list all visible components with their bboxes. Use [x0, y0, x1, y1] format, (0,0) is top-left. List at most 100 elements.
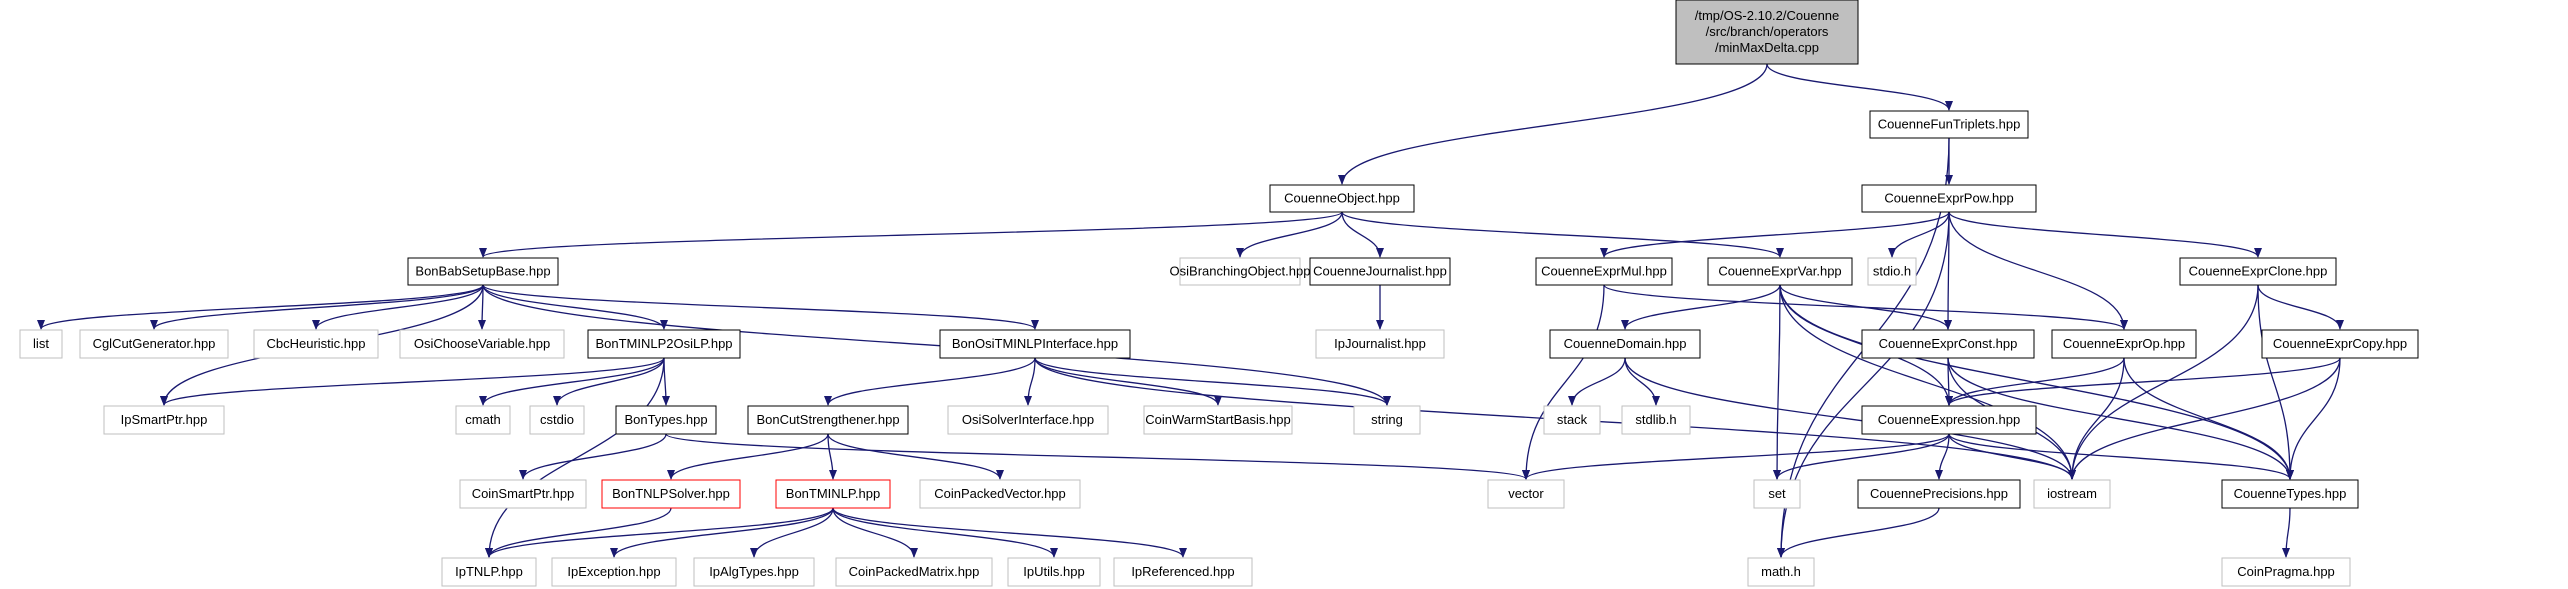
edge-object-to-exprvar — [1341, 211, 1784, 258]
node-set-box — [1753, 479, 1801, 509]
edge-babsetup-to-cbcheur — [312, 284, 484, 330]
node-coinpackedmat[interactable]: CoinPackedMatrix.hpp — [835, 557, 993, 587]
edge-object-to-journalist — [1341, 211, 1384, 258]
node-root[interactable]: /tmp/OS-2.10.2/Couenne/src/branch/operat… — [1675, 0, 1859, 65]
node-cmath[interactable]: cmath — [455, 405, 511, 435]
node-precisions-box — [1857, 479, 2021, 509]
node-root-box — [1675, 0, 1859, 65]
node-exprpow[interactable]: CouenneExprPow.hpp — [1861, 184, 2037, 213]
node-expression-box — [1861, 405, 2037, 435]
node-object-box — [1269, 184, 1415, 213]
node-ipsmartptr[interactable]: IpSmartPtr.hpp — [103, 405, 225, 435]
node-bontypes[interactable]: BonTypes.hpp — [615, 405, 717, 435]
node-osichoose[interactable]: OsiChooseVariable.hpp — [399, 329, 565, 359]
node-journalist[interactable]: CouenneJournalist.hpp — [1309, 257, 1451, 286]
node-ipreferenced-label-0: IpReferenced.hpp — [1131, 564, 1234, 579]
node-cstdio[interactable]: cstdio — [529, 405, 585, 435]
node-iostream[interactable]: iostream — [2033, 479, 2111, 509]
node-coinsmartptr[interactable]: CoinSmartPtr.hpp — [459, 479, 587, 509]
node-iptnlp[interactable]: IpTNLP.hpp — [441, 557, 537, 587]
node-tnlpsolver[interactable]: BonTNLPSolver.hpp — [601, 479, 741, 509]
node-babsetup[interactable]: BonBabSetupBase.hpp — [407, 257, 559, 286]
node-journalist-box — [1309, 257, 1451, 286]
node-tminlp-box — [775, 479, 891, 509]
edge-domain-to-stack — [1568, 357, 1626, 406]
node-expression[interactable]: CouenneExpression.hpp — [1861, 405, 2037, 435]
node-ipalgtypes-box — [693, 557, 815, 587]
node-cmath-box — [455, 405, 511, 435]
node-ipreferenced[interactable]: IpReferenced.hpp — [1113, 557, 1253, 587]
edge-tminlp-to-ipexception — [610, 507, 834, 558]
edge-cutstrength-to-tnlpsolver — [667, 433, 829, 480]
edge-exprpow-to-stdio — [1888, 211, 1950, 258]
node-tminlp[interactable]: BonTMINLP.hpp — [775, 479, 891, 509]
edge-babsetup-to-ositminlp — [482, 284, 1039, 330]
node-tminlp-label-0: BonTMINLP.hpp — [786, 486, 880, 501]
node-stdlib[interactable]: stdlib.h — [1621, 405, 1691, 435]
node-set-label-0: set — [1768, 486, 1786, 501]
edge-exprpow-to-exprclone — [1948, 211, 2262, 258]
node-coinpackedmat-label-0: CoinPackedMatrix.hpp — [849, 564, 980, 579]
edge-expression-to-couennetypes — [1948, 433, 2294, 480]
node-object[interactable]: CouenneObject.hpp — [1269, 184, 1415, 213]
edge-tnlpsolver-to-iptnlp — [485, 507, 672, 558]
edge-bontypes-to-vector — [665, 433, 1530, 480]
node-exprclone[interactable]: CouenneExprClone.hpp — [2179, 257, 2337, 286]
node-list-label-0: list — [33, 336, 49, 351]
node-ipexception[interactable]: IpException.hpp — [551, 557, 677, 587]
node-osibranch[interactable]: OsiBranchingObject.hpp — [1170, 257, 1311, 286]
node-exprcopy-box — [2261, 329, 2419, 359]
node-coinpragma[interactable]: CoinPragma.hpp — [2221, 557, 2351, 587]
node-osichoose-label-0: OsiChooseVariable.hpp — [414, 336, 550, 351]
node-ipjournalist-box — [1315, 329, 1445, 359]
node-osisolver[interactable]: OsiSolverInterface.hpp — [947, 405, 1109, 435]
node-cutstrength-box — [747, 405, 909, 435]
node-tminlp2osi-box — [587, 329, 741, 359]
node-ositminlp[interactable]: BonOsiTMINLPInterface.hpp — [939, 329, 1131, 359]
node-exprcopy[interactable]: CouenneExprCopy.hpp — [2261, 329, 2419, 359]
node-stack[interactable]: stack — [1543, 405, 1601, 435]
edge-object-to-osibranch — [1236, 211, 1343, 258]
node-exprmul[interactable]: CouenneExprMul.hpp — [1535, 257, 1673, 286]
node-coinpackedvec-label-0: CoinPackedVector.hpp — [934, 486, 1066, 501]
node-string[interactable]: string — [1353, 405, 1421, 435]
node-exprop[interactable]: CouenneExprOp.hpp — [2051, 329, 2197, 359]
node-expression-label-0: CouenneExpression.hpp — [1878, 412, 2020, 427]
node-cglcut[interactable]: CglCutGenerator.hpp — [79, 329, 229, 359]
edge-exprvar-to-iostream — [1779, 284, 2076, 480]
node-coinsmartptr-box — [459, 479, 587, 509]
node-couennetypes[interactable]: CouenneTypes.hpp — [2221, 479, 2359, 509]
node-tminlp2osi[interactable]: BonTMINLP2OsiLP.hpp — [587, 329, 741, 359]
node-exprmul-label-0: CouenneExprMul.hpp — [1541, 264, 1667, 279]
node-stdlib-label-0: stdlib.h — [1635, 412, 1676, 427]
edge-tminlp2osi-to-iptnlp — [485, 357, 665, 558]
node-set[interactable]: set — [1753, 479, 1801, 509]
node-precisions[interactable]: CouennePrecisions.hpp — [1857, 479, 2021, 509]
node-coinpackedmat-box — [835, 557, 993, 587]
node-ipalgtypes[interactable]: IpAlgTypes.hpp — [693, 557, 815, 587]
node-iputils[interactable]: IpUtils.hpp — [1007, 557, 1101, 587]
node-coinpackedvec[interactable]: CoinPackedVector.hpp — [919, 479, 1081, 509]
node-ipjournalist[interactable]: IpJournalist.hpp — [1315, 329, 1445, 359]
node-stdio[interactable]: stdio.h — [1867, 257, 1917, 286]
node-vector[interactable]: vector — [1487, 479, 1565, 509]
node-exprconst[interactable]: CouenneExprConst.hpp — [1861, 329, 2035, 359]
node-funtriplets[interactable]: CouenneFunTriplets.hpp — [1869, 110, 2029, 139]
node-osichoose-box — [399, 329, 565, 359]
node-exprvar[interactable]: CouenneExprVar.hpp — [1707, 257, 1853, 286]
edge-root-to-funtriplets — [1766, 63, 1953, 111]
edge-precisions-to-mathh — [1777, 507, 1940, 558]
node-root-label-0: /tmp/OS-2.10.2/Couenne — [1695, 8, 1840, 23]
node-cbcheur[interactable]: CbcHeuristic.hpp — [253, 329, 379, 359]
node-cutstrength[interactable]: BonCutStrengthener.hpp — [747, 405, 909, 435]
node-string-box — [1353, 405, 1421, 435]
node-iostream-box — [2033, 479, 2111, 509]
node-list[interactable]: list — [19, 329, 63, 359]
node-cbcheur-label-0: CbcHeuristic.hpp — [267, 336, 366, 351]
node-mathh[interactable]: math.h — [1747, 557, 1815, 587]
node-coinwarm[interactable]: CoinWarmStartBasis.hpp — [1143, 405, 1293, 435]
node-domain[interactable]: CouenneDomain.hpp — [1549, 329, 1701, 359]
node-iptnlp-label-0: IpTNLP.hpp — [455, 564, 523, 579]
node-stdio-label-0: stdio.h — [1873, 264, 1911, 279]
